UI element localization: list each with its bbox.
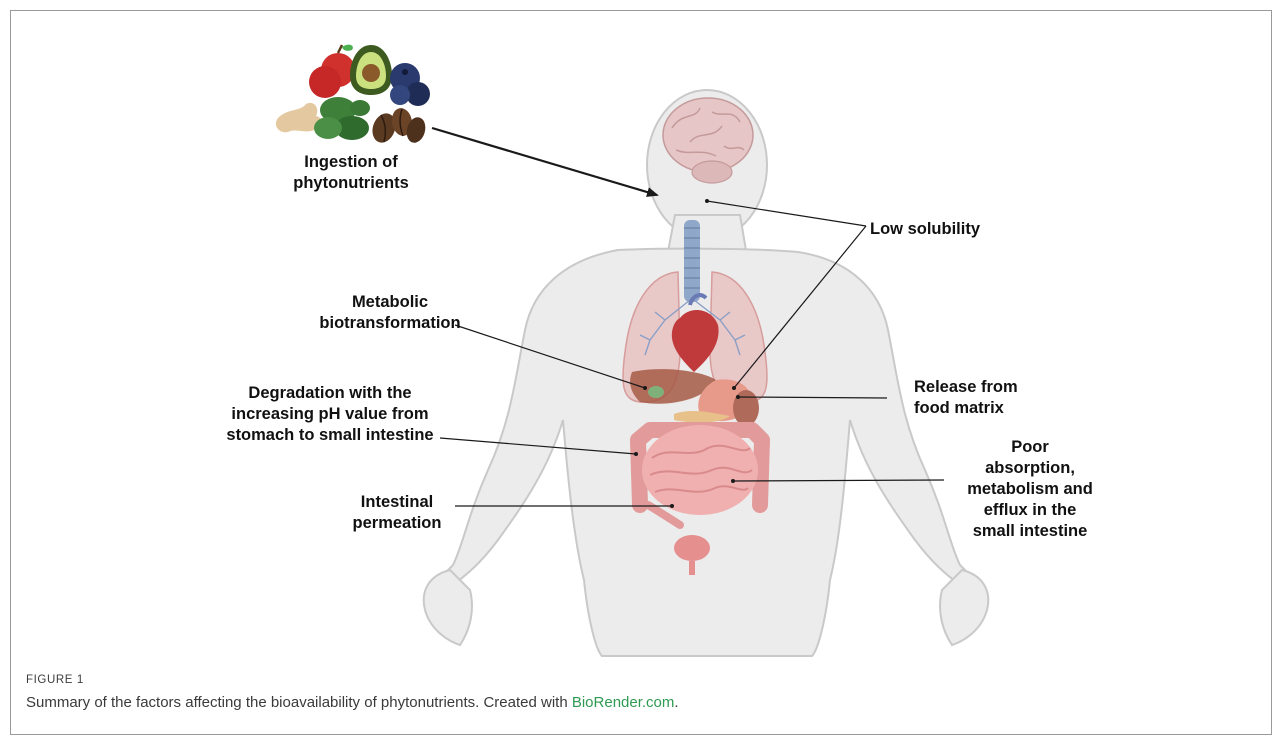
label-line: phytonutrients <box>276 173 426 194</box>
right-hand <box>940 570 988 645</box>
label-line: small intestine <box>945 521 1115 542</box>
label-low-solubility: Low solubility <box>870 219 1030 240</box>
figure-caption: Summary of the factors affecting the bio… <box>26 694 679 711</box>
food-icons <box>276 45 430 146</box>
label-metabolic: Metabolic biotransformation <box>300 292 480 334</box>
label-poor-absorption: Poor absorption, metabolism and efflux i… <box>945 437 1115 542</box>
label-line: Poor <box>945 437 1115 458</box>
blueberry-icon <box>390 63 430 106</box>
basil-leaves-icon <box>314 97 370 140</box>
label-line: Intestinal <box>337 492 457 513</box>
left-hand <box>424 570 472 645</box>
label-line: Metabolic <box>300 292 480 313</box>
label-line: Release from <box>914 377 1054 398</box>
gallbladder <box>648 386 664 398</box>
label-ingestion: Ingestion of phytonutrients <box>276 152 426 194</box>
label-line: metabolism and <box>945 479 1115 500</box>
caption-text: Summary of the factors affecting the bio… <box>26 694 572 711</box>
label-degradation: Degradation with the increasing pH value… <box>210 383 450 446</box>
label-intestinal: Intestinal permeation <box>337 492 457 534</box>
label-line: absorption, <box>945 458 1115 479</box>
label-line: Degradation with the <box>210 383 450 404</box>
coffee-beans-icon <box>369 106 429 145</box>
label-line: efflux in the <box>945 500 1115 521</box>
label-line: Ingestion of <box>276 152 426 173</box>
figure-number: FIGURE 1 <box>26 674 84 686</box>
apple-icon <box>309 45 355 98</box>
biorender-link[interactable]: BioRender.com <box>572 694 675 711</box>
label-line: biotransformation <box>300 313 480 334</box>
label-line: permeation <box>337 513 457 534</box>
trachea <box>684 220 700 302</box>
avocado-icon <box>350 45 392 95</box>
label-line: food matrix <box>914 398 1054 419</box>
label-line: Low solubility <box>870 219 1030 240</box>
label-line: increasing pH value from <box>210 404 450 425</box>
label-release: Release from food matrix <box>914 377 1054 419</box>
ingestion-arrow <box>432 128 657 195</box>
caption-end: . <box>674 694 678 711</box>
label-line: stomach to small intestine <box>210 425 450 446</box>
